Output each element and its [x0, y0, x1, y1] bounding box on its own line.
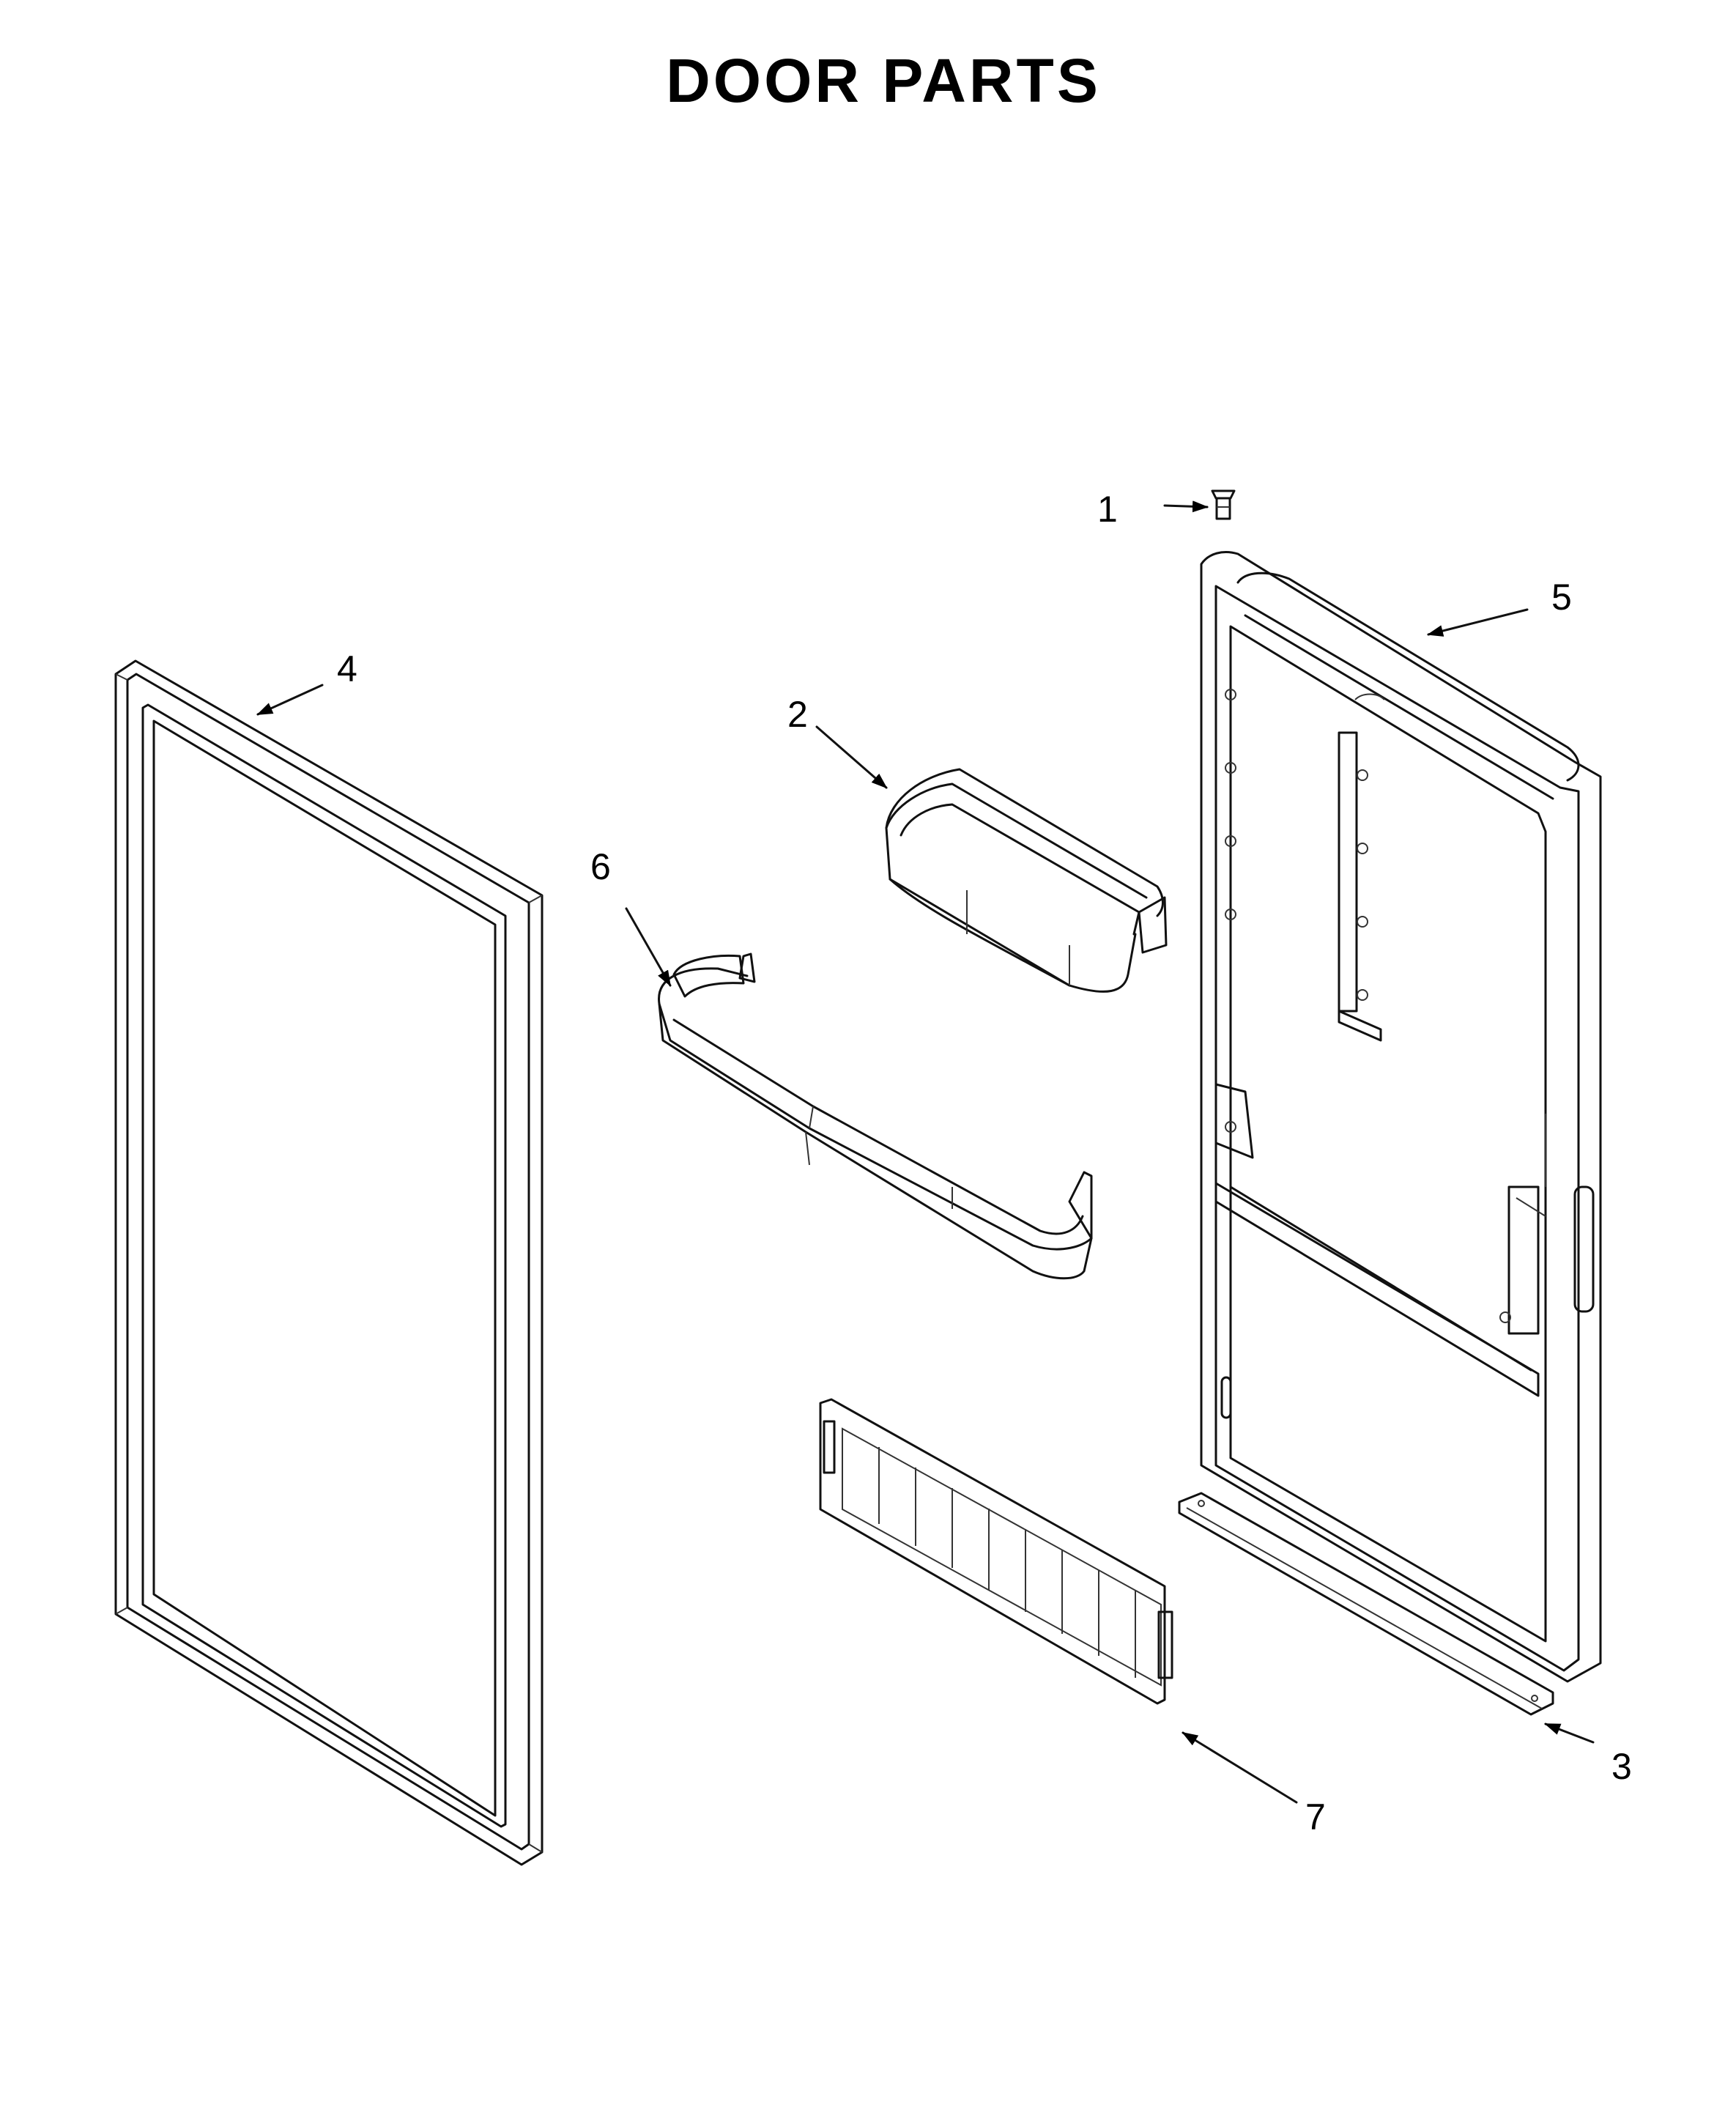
- callout-7: 7: [1305, 1796, 1326, 1838]
- door-gasket: [114, 659, 544, 1866]
- callout-3: 3: [1611, 1746, 1632, 1787]
- callout-leaders: [256, 500, 1595, 1804]
- callout-1: 1: [1097, 489, 1118, 530]
- callout-4: 4: [337, 648, 357, 689]
- callout-2: 2: [787, 694, 808, 735]
- small-door-bin: [885, 768, 1168, 993]
- callout-6: 6: [590, 846, 611, 887]
- door-stop-screw: [1211, 489, 1236, 520]
- diagram-title: DOOR PARTS: [666, 46, 1101, 115]
- shelf-guard: [819, 1398, 1173, 1705]
- door-bottom-bracket: [1178, 1492, 1554, 1716]
- door-shelf-bin: [658, 952, 1093, 1280]
- door-liner: [1200, 551, 1602, 1683]
- callout-5: 5: [1551, 577, 1572, 618]
